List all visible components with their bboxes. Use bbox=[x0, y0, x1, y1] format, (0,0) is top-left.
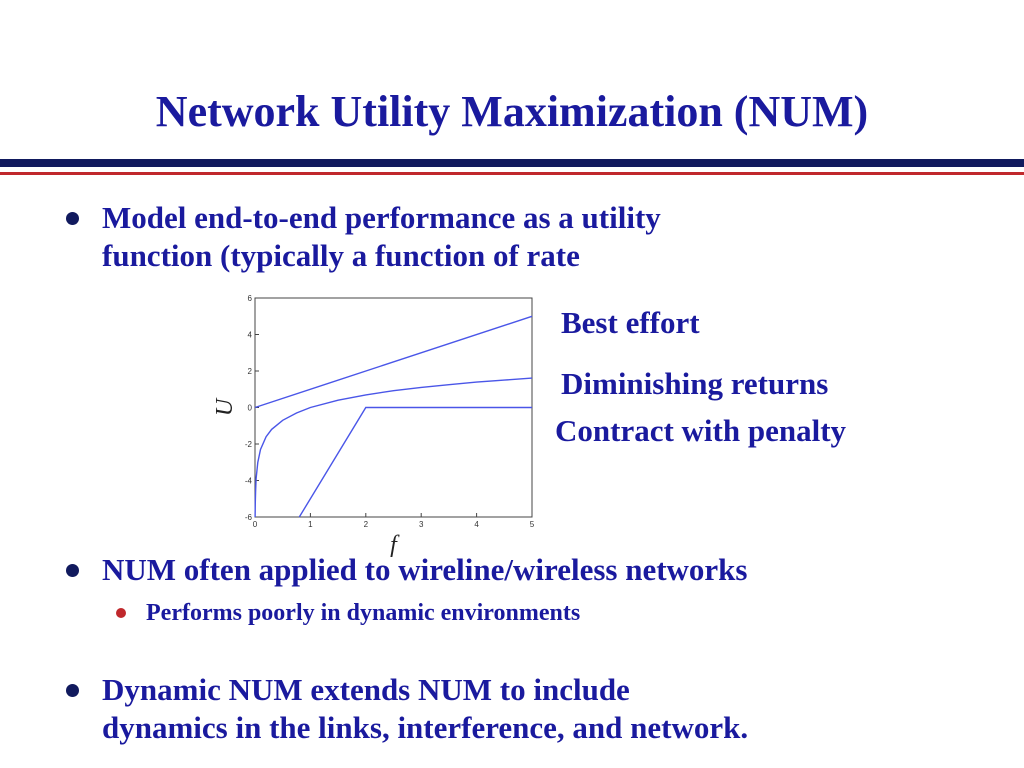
slide-title: Network Utility Maximization (NUM) bbox=[155, 87, 869, 136]
x-tick-label: 0 bbox=[253, 520, 258, 529]
series-lines bbox=[254, 315, 533, 518]
y-tick-label: 6 bbox=[248, 294, 253, 303]
x-tick-label: 2 bbox=[364, 520, 369, 529]
series-contract-penalty bbox=[298, 406, 532, 518]
series-best-effort bbox=[254, 315, 533, 409]
bullet-text-line2: dynamics in the links, interference, and… bbox=[102, 710, 749, 745]
sub-bullet-performs-poorly: Performs poorly in dynamic environments bbox=[116, 598, 976, 628]
series-diminishing-returns bbox=[254, 377, 533, 518]
bullet-num-applied: NUM often applied to wireline/wireless n… bbox=[66, 551, 966, 589]
x-ticks: 0 1 2 3 4 5 bbox=[253, 513, 535, 529]
x-axis-label: f bbox=[390, 532, 400, 558]
y-tick-label: 2 bbox=[248, 367, 253, 376]
bullet-utility-model: Model end-to-end performance as a utilit… bbox=[66, 199, 966, 275]
x-tick-label: 3 bbox=[419, 520, 424, 529]
bullet-dynamic-num: Dynamic NUM extends NUM to include dynam… bbox=[66, 671, 966, 747]
label-best-effort: Best effort bbox=[561, 305, 700, 340]
utility-chart: 0 1 2 3 4 5 -6 -4 -2 0 2 4 6 f U bbox=[212, 294, 535, 558]
y-axis-label: U bbox=[212, 397, 238, 416]
label-diminishing-returns: Diminishing returns bbox=[561, 366, 829, 401]
y-tick-label: -6 bbox=[245, 513, 253, 522]
bullet-text-line2: function (typically a function of rate bbox=[102, 238, 580, 273]
y-tick-label: 0 bbox=[248, 404, 253, 413]
y-tick-label: 4 bbox=[248, 331, 253, 340]
x-tick-label: 5 bbox=[530, 520, 535, 529]
bullet-dot-icon bbox=[66, 212, 79, 225]
bullet-dot-icon bbox=[66, 684, 79, 697]
title-rule-navy bbox=[0, 159, 1024, 167]
x-tick-label: 4 bbox=[474, 520, 479, 529]
y-tick-label: -2 bbox=[245, 440, 253, 449]
bullet-dot-icon bbox=[66, 564, 79, 577]
sub-bullet-dot-icon bbox=[116, 608, 126, 618]
bullet-text-line1: Model end-to-end performance as a utilit… bbox=[102, 200, 661, 235]
x-tick-label: 1 bbox=[308, 520, 313, 529]
bullet-text: NUM often applied to wireline/wireless n… bbox=[102, 552, 748, 587]
label-contract-penalty: Contract with penalty bbox=[555, 413, 847, 448]
y-ticks: -6 -4 -2 0 2 4 6 bbox=[245, 294, 259, 522]
sub-bullet-text: Performs poorly in dynamic environments bbox=[146, 600, 581, 626]
title-rule-red bbox=[0, 172, 1024, 175]
bullet-text-line1: Dynamic NUM extends NUM to include bbox=[102, 672, 630, 707]
y-tick-label: -4 bbox=[245, 477, 253, 486]
